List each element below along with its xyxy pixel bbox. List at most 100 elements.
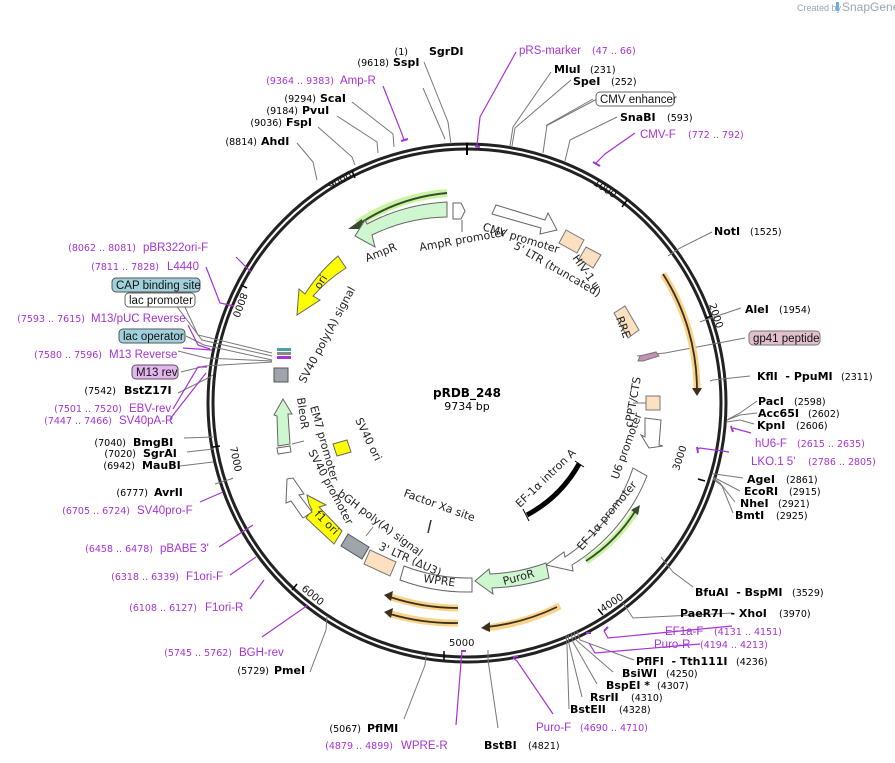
snapgene-logo-icon: [836, 2, 839, 11]
primer-prs-marker[interactable]: pRS-marker(47 .. 66): [519, 45, 636, 57]
enzyme-kpni[interactable]: KpnI(2606): [757, 419, 828, 432]
primer-f1ori-r[interactable]: (6108 .. 6127)F1ori-R: [129, 602, 243, 614]
svg-text:(6458 .. 6478): (6458 .. 6478): [85, 544, 153, 555]
wpre-label: WPRE: [423, 572, 457, 589]
ltr3-feature: [363, 549, 397, 577]
primer-m13-puc-reverse[interactable]: (7593 .. 7615)M13/pUC Reverse: [17, 313, 185, 325]
primer-l4440[interactable]: (7811 .. 7828)L4440: [91, 261, 199, 273]
orange-orf-right: [660, 272, 702, 396]
svg-text:PaeR7I - XhoI: PaeR7I - XhoI: [680, 607, 767, 620]
svg-text:(2598): (2598): [794, 397, 826, 408]
primer-pbabe-3[interactable]: (6458 .. 6478)pBABE 3': [85, 543, 209, 555]
enzyme-bspei[interactable]: BspEI *(4307): [606, 679, 689, 692]
enzyme-maubi[interactable]: (6942)MauBI: [103, 459, 180, 472]
svg-text:Amp-R: Amp-R: [340, 75, 376, 87]
feature-lac-operator[interactable]: lac operator: [118, 328, 186, 344]
enzyme-ahdi[interactable]: (8814)AhdI: [225, 135, 289, 148]
svg-text:(7447 .. 7466): (7447 .. 7466): [44, 416, 112, 427]
enzyme-alei[interactable]: AleI(1954): [745, 303, 811, 316]
ori-feature: ori: [296, 255, 347, 316]
enzyme-paci[interactable]: PacI(2598): [758, 395, 826, 408]
bgh-feature: [340, 533, 370, 560]
primer-cmv-f[interactable]: CMV-F(772 .. 792): [640, 129, 744, 141]
enzyme-bsiwi[interactable]: BsiWI(4250): [622, 667, 698, 680]
feature-m13-rev[interactable]: M13 rev: [131, 364, 179, 380]
primer-ebv-rev[interactable]: (7501 .. 7520) EBV-rev: [54, 403, 171, 415]
svg-text:SgrAI: SgrAI: [143, 447, 177, 460]
primer-hu6-f[interactable]: hU6-F(2615 .. 2635): [755, 438, 865, 450]
svg-text:PmeI: PmeI: [274, 664, 305, 677]
svg-text:EcoRI: EcoRI: [744, 485, 778, 498]
svg-text:(4879 .. 4899): (4879 .. 4899): [325, 741, 393, 752]
feature-gp41-peptide[interactable]: gp41 peptide: [748, 330, 821, 346]
enzyme-avrii[interactable]: (6777)AvrII: [116, 486, 183, 499]
svg-text:PflFI - Tth111I: PflFI - Tth111I: [636, 655, 728, 668]
svg-text:(7501 .. 7520): (7501 .. 7520): [54, 404, 122, 415]
feature-cap-binding-site[interactable]: CAP binding site: [111, 277, 201, 293]
primer-m13-reverse[interactable]: (7580 .. 7596)M13 Reverse: [34, 349, 177, 361]
enzyme-bsteii[interactable]: BstEII(4328): [570, 703, 651, 716]
svg-text:(2915): (2915): [789, 487, 821, 498]
primer-wpre-r[interactable]: (4879 .. 4899)WPRE-R: [325, 740, 448, 752]
enzyme-fspi[interactable]: (9036)FspI: [250, 116, 312, 129]
enzyme-pmei[interactable]: (5729)PmeI: [237, 664, 305, 677]
enzyme-pflfi-tth111i[interactable]: PflFI - Tth111I(4236): [636, 655, 768, 668]
primer-sv40pa-r[interactable]: (7447 .. 7466)SV40pA-R: [44, 415, 173, 427]
enzyme-pvui[interactable]: (9184)PvuI: [266, 104, 329, 117]
svg-text:EBV-rev: EBV-rev: [129, 403, 171, 415]
primer-sv40pro-f[interactable]: (6705 .. 6724)SV40pro-F: [62, 505, 192, 517]
svg-text:BGH-rev: BGH-rev: [239, 647, 284, 659]
enzyme-bstz17i[interactable]: (7542)BstZ17I: [84, 384, 171, 397]
enzyme-agei[interactable]: AgeI(2861): [747, 473, 818, 486]
svg-text:SpeI: SpeI: [573, 75, 600, 88]
enzyme-nhei[interactable]: NheI(2921): [740, 497, 810, 510]
svg-text:SspI: SspI: [393, 56, 419, 69]
enzyme-paer7i-xhoi[interactable]: PaeR7I - XhoI(3970): [680, 607, 811, 620]
enzyme-acc65i[interactable]: Acc65I(2602): [758, 407, 840, 420]
primer-labels: pRS-marker(47 .. 66) CMV-F(772 .. 792) (…: [17, 45, 876, 752]
enzyme-noti[interactable]: NotI(1525): [714, 225, 782, 238]
enzyme-snabi[interactable]: SnaBI(593): [620, 111, 693, 124]
enzyme-sspi[interactable]: (9618) SspI: [357, 56, 419, 69]
svg-text:CAP binding site: CAP binding site: [116, 280, 201, 292]
svg-text:PflMI: PflMI: [367, 722, 398, 735]
watermark-prefix: Created by: [797, 3, 842, 13]
feature-cmv-enhancer[interactable]: CMV enhancer: [595, 91, 677, 107]
svg-text:(2786 .. 2805): (2786 .. 2805): [808, 457, 876, 468]
primer-puro-f[interactable]: Puro-F(4690 .. 4710): [536, 722, 648, 734]
enzyme-bstbi[interactable]: BstBI(4821): [484, 739, 560, 752]
enzyme-sgrai[interactable]: (7020) SgrAI: [104, 447, 176, 460]
primer-ef1a-f[interactable]: EF1a-F(4131 .. 4151): [665, 626, 782, 638]
svg-text:L4440: L4440: [167, 261, 199, 273]
feature-lac-promoter[interactable]: lac promoter: [124, 292, 196, 308]
enzyme-connectors: [177, 61, 758, 729]
primer-bgh-rev[interactable]: (5745 .. 5762)BGH-rev: [164, 647, 284, 659]
svg-text:(772 .. 792): (772 .. 792): [688, 130, 744, 141]
enzyme-pflmi[interactable]: (5067)PflMI: [329, 722, 398, 735]
svg-text:SnaBI: SnaBI: [620, 111, 656, 124]
enzyme-scai[interactable]: (9294)ScaI: [284, 92, 346, 105]
enzyme-spei[interactable]: SpeI(252): [573, 75, 637, 88]
primer-amp-r[interactable]: (9364 .. 9383)Amp-R: [266, 75, 376, 87]
primer-f1ori-f[interactable]: (6318 .. 6339)F1ori-F: [111, 571, 223, 583]
enzyme-kfli-ppumi[interactable]: KflI - PpuMI(2311): [757, 370, 873, 383]
ampr-orf-arrow: [348, 189, 448, 229]
svg-text:(7020): (7020): [104, 449, 136, 460]
primer-pbr322ori-f[interactable]: (8062 .. 8081)pBR322ori-F: [68, 242, 208, 254]
svg-text:CMV enhancer: CMV enhancer: [600, 94, 677, 106]
primer-puro-r[interactable]: Puro-R(4194 .. 4213): [654, 639, 768, 651]
svg-text:(7542): (7542): [84, 386, 116, 397]
svg-text:BspEI *: BspEI *: [606, 679, 650, 692]
enzyme-bfuai-bspmi[interactable]: BfuAI - BspMI(3529): [695, 586, 824, 599]
enzyme-bmgbi[interactable]: (7040)BmgBI: [94, 436, 173, 449]
svg-text:NheI: NheI: [740, 497, 769, 510]
enzyme-rsrii[interactable]: RsrII(4310): [590, 691, 663, 704]
enzyme-mlui[interactable]: MluI(231): [554, 63, 616, 76]
svg-text:Puro-R: Puro-R: [654, 639, 690, 651]
watermark-brand: SnapGene: [842, 0, 895, 14]
svg-text:(9618): (9618): [357, 58, 389, 69]
enzyme-sgrdi[interactable]: (1)SgrDI: [395, 45, 464, 58]
primer-lko1-5[interactable]: LKO.1 5'(2786 .. 2805): [751, 456, 876, 468]
enzyme-ecori[interactable]: EcoRI (2915): [744, 485, 821, 498]
enzyme-bmti[interactable]: BmtI(2925): [735, 509, 808, 522]
